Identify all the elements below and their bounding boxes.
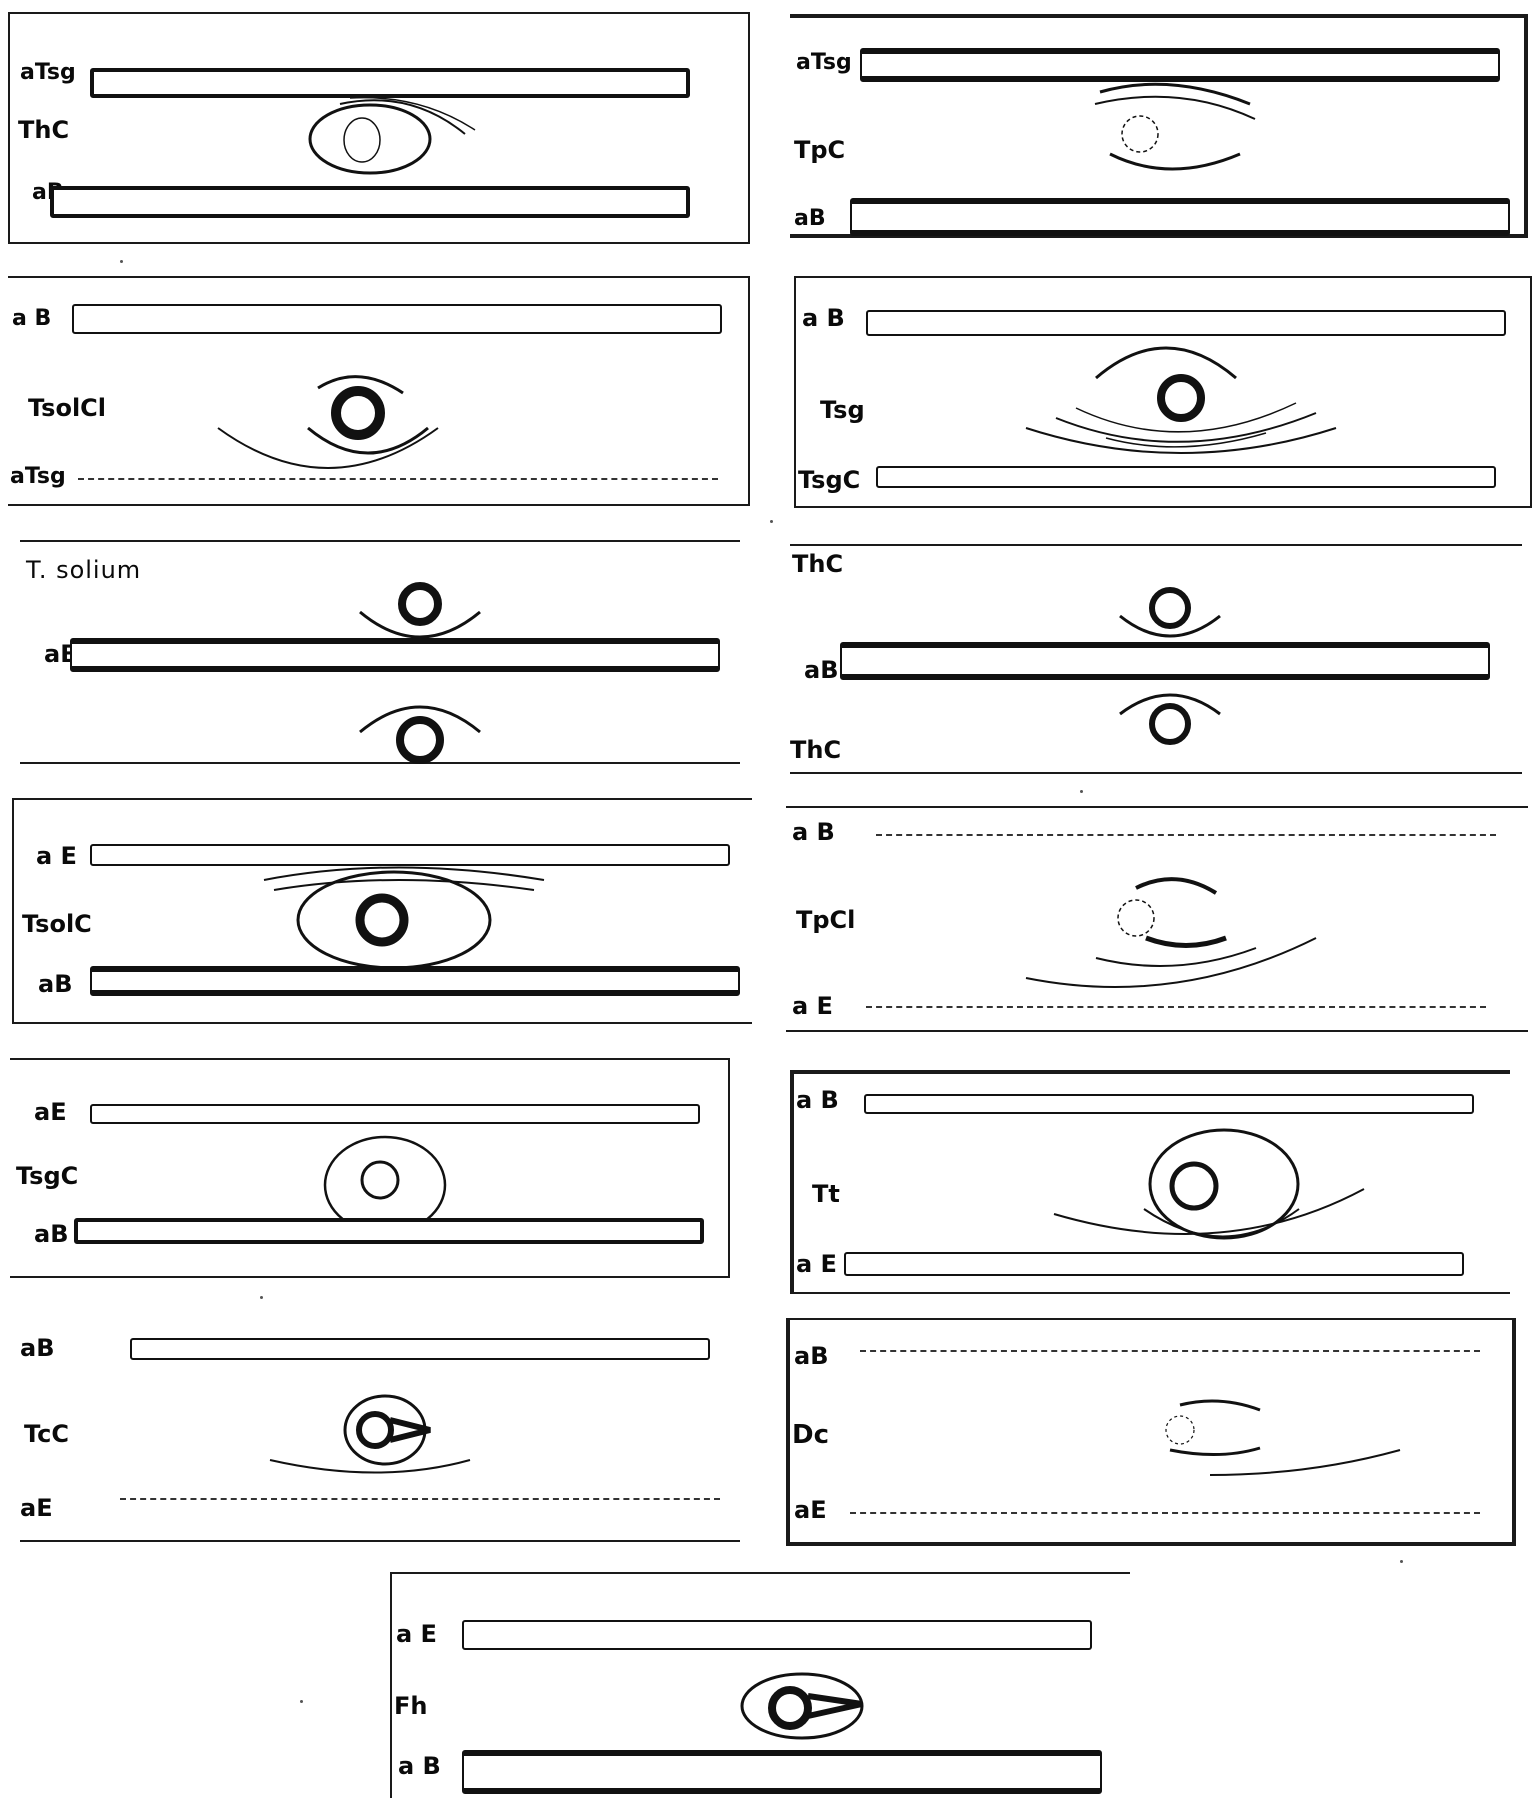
bottom-well-label: aTsg	[10, 466, 66, 488]
precipitin-arc-pattern	[732, 1668, 892, 1748]
top-well-label: a E	[396, 1622, 437, 1646]
center-well-label: TsolCl	[28, 396, 106, 420]
noise-speck	[120, 260, 123, 263]
top-well-label: a B	[796, 1088, 839, 1112]
top-well-label: aE	[34, 1100, 67, 1124]
top-well-label: a B	[12, 308, 51, 330]
top-antigen-trough	[860, 1350, 1480, 1352]
center-trough-label: aB	[804, 658, 839, 682]
center-well-label: Tt	[812, 1182, 840, 1206]
top-well-label: aB	[20, 1336, 55, 1360]
precipitin-arc-pattern	[1016, 868, 1316, 988]
top-well-label: a E	[36, 844, 77, 868]
bottom-well-label: aE	[20, 1496, 53, 1520]
bottom-well-label: aB	[794, 208, 826, 230]
immunodiffusion-panel-13: a E Fh a B	[390, 1572, 1130, 1798]
bottom-antigen-trough	[90, 966, 740, 996]
immunodiffusion-panel-9: aE TsgC aB	[10, 1058, 730, 1278]
immunodiffusion-panel-4: a B Tsg TsgC	[794, 276, 1532, 508]
precipitin-arc-pattern	[254, 860, 554, 980]
immunodiffusion-panel-12: aB Dc aE	[786, 1318, 1516, 1546]
center-well-label: TsgC	[16, 1164, 78, 1188]
top-well-label: a B	[802, 306, 845, 330]
top-antigen-trough	[864, 1094, 1474, 1114]
top-antigen-trough	[462, 1620, 1092, 1650]
title-label: T. solium	[26, 558, 141, 582]
top-antigen-trough	[130, 1338, 710, 1360]
bottom-well-label: aB	[38, 972, 73, 996]
top-well-label: aB	[794, 1344, 829, 1368]
precipitin-arc-pattern	[1016, 328, 1376, 468]
noise-speck	[300, 1700, 303, 1703]
top-antigen-trough	[72, 304, 722, 334]
bottom-antigen-trough	[850, 1512, 1480, 1514]
immunodiffusion-panel-2: aTsg TpC aB	[790, 14, 1528, 238]
center-well-label: TpC	[794, 138, 845, 162]
center-well-label: Fh	[394, 1694, 427, 1718]
top-well-label: aTsg	[20, 62, 76, 84]
immunodiffusion-panel-7: a E TsolC aB	[12, 798, 752, 1024]
top-well-label: ThC	[792, 552, 843, 576]
bottom-antigen-trough	[50, 186, 690, 218]
immunodiffusion-panel-6: ThC aB ThC	[790, 544, 1522, 774]
top-antigen-trough	[90, 1104, 700, 1124]
top-well-label: a B	[792, 820, 835, 844]
top-well-label: aTsg	[796, 52, 852, 74]
bottom-well-label: TsgC	[798, 468, 860, 492]
bottom-well-label: aE	[794, 1498, 827, 1522]
immunodiffusion-panel-1: aTsg ThC aB	[8, 12, 750, 244]
noise-speck	[260, 1296, 263, 1299]
bottom-well-label: ThC	[790, 738, 841, 762]
center-well-label: ThC	[18, 118, 69, 142]
precipitin-arc-pattern	[300, 94, 500, 194]
immunodiffusion-panel-11: aB TcC aE	[20, 1310, 740, 1542]
precipitin-arc-pattern	[1080, 74, 1320, 194]
center-well-label: TpCl	[796, 908, 855, 932]
precipitin-arc-pattern	[1110, 1390, 1430, 1480]
center-well-label: TcC	[24, 1422, 69, 1446]
bottom-well-label: aB	[34, 1222, 69, 1246]
bottom-antigen-trough	[74, 1218, 704, 1244]
top-antigen-trough	[876, 834, 1496, 836]
immunodiffusion-panel-3: a B TsolCl aTsg	[8, 276, 750, 506]
precipitin-arc-pattern	[1090, 586, 1250, 746]
bottom-antigen-trough	[876, 466, 1496, 488]
immunodiffusion-panel-8: a B TpCl a E	[786, 806, 1528, 1032]
center-well-label: Dc	[792, 1422, 829, 1448]
precipitin-arc-pattern	[340, 582, 500, 762]
bottom-well-label: a E	[792, 994, 833, 1018]
bottom-well-label: a B	[398, 1754, 441, 1778]
bottom-well-label: a E	[796, 1252, 837, 1276]
bottom-antigen-trough	[850, 198, 1510, 236]
precipitin-arc-pattern	[1034, 1124, 1354, 1264]
noise-speck	[1080, 790, 1083, 793]
bottom-antigen-trough	[866, 1006, 1486, 1008]
noise-speck	[770, 520, 773, 523]
bottom-antigen-trough	[844, 1252, 1464, 1276]
bottom-antigen-trough	[78, 478, 718, 480]
bottom-antigen-trough	[462, 1750, 1102, 1794]
precipitin-arc-pattern	[208, 368, 468, 488]
immunodiffusion-panel-10: a B Tt a E	[790, 1070, 1510, 1294]
immunodiffusion-panel-5: T. solium aB	[20, 540, 740, 764]
noise-speck	[1400, 1560, 1403, 1563]
bottom-antigen-trough	[120, 1498, 720, 1500]
center-well-label: Tsg	[820, 398, 865, 422]
center-well-label: TsolC	[22, 912, 92, 936]
precipitin-arc-pattern	[250, 1390, 510, 1480]
